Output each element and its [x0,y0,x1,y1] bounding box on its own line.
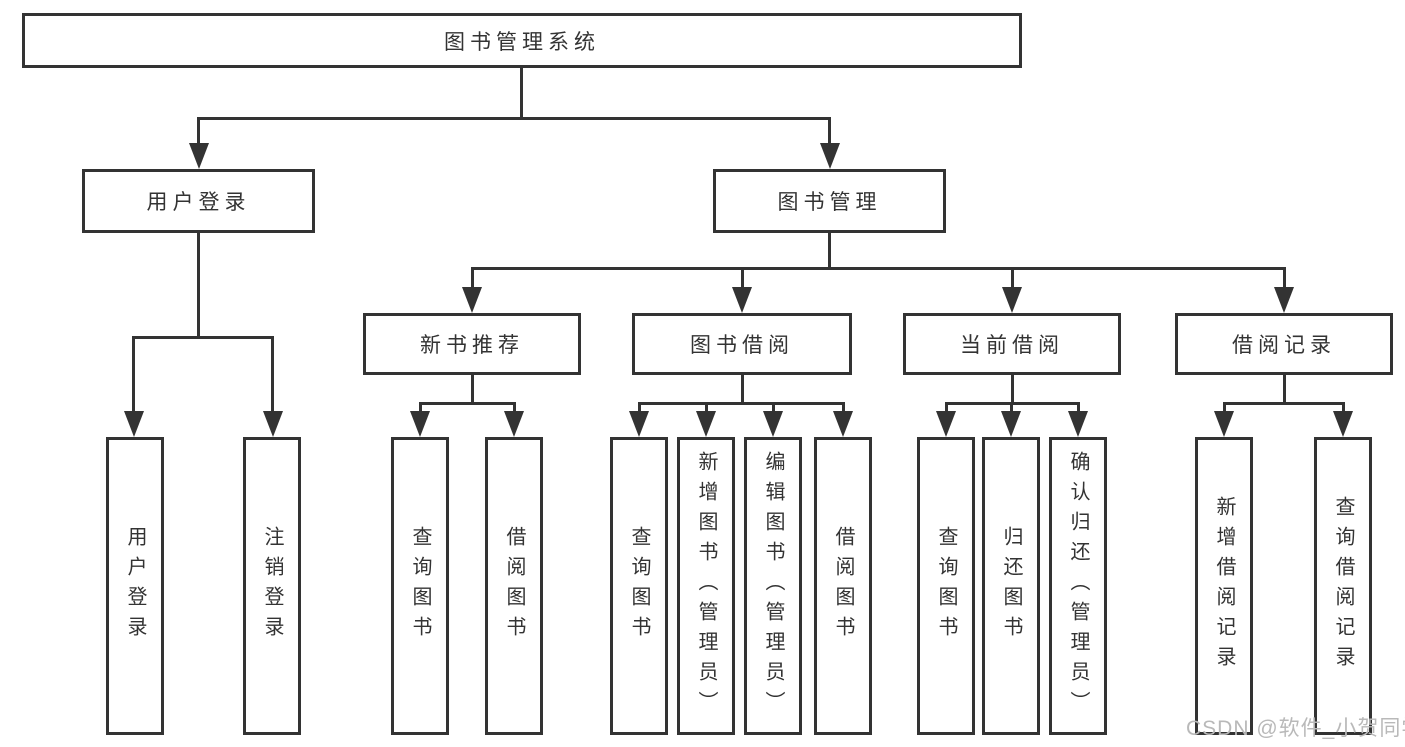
connector-line [1077,402,1080,414]
connector-line [1283,375,1286,404]
connector-line [828,233,831,269]
leaf-label: 确认归还（管理员） [1067,451,1089,721]
leaf-label: 新增借阅记录 [1213,496,1235,676]
node-library-management-system: 图书管理系统 [22,13,1022,68]
leaf-query-books-recommend: 查询图书 [391,437,449,735]
leaf-confirm-return-admin: 确认归还（管理员） [1049,437,1107,735]
connector-line [1342,402,1345,414]
connector-line [419,402,516,405]
arrow-down-icon [1333,411,1353,437]
arrow-down-icon [629,411,649,437]
arrow-down-icon [410,411,430,437]
leaf-label: 查询图书 [409,526,431,646]
arrow-down-icon [504,411,524,437]
arrow-down-icon [189,143,209,169]
leaf-label: 查询图书 [628,526,650,646]
leaf-logout: 注销登录 [243,437,301,735]
arrow-down-icon [936,411,956,437]
node-label: 图书管理系统 [444,30,600,54]
connector-line [1223,402,1345,405]
connector-line [1011,375,1014,404]
connector-line [705,402,708,414]
leaf-borrow-books-recommend: 借阅图书 [485,437,543,735]
csdn-watermark: CSDN @软件_小贺同学 [1186,717,1405,740]
node-new-book-recommendation: 新书推荐 [363,313,581,375]
arrow-down-icon [263,411,283,437]
leaf-label: 编辑图书（管理员） [762,451,784,721]
connector-line [197,233,200,338]
connector-line [471,267,1284,270]
leaf-label: 查询借阅记录 [1332,496,1354,676]
node-borrowing-records: 借阅记录 [1175,313,1393,375]
connector-line [197,117,831,120]
connector-line [772,402,775,414]
leaf-borrow-books: 借阅图书 [814,437,872,735]
leaf-query-borrow-record: 查询借阅记录 [1314,437,1372,735]
leaf-label: 查询图书 [935,526,957,646]
connector-line [197,117,200,145]
connector-line [1283,267,1286,289]
leaf-user-login: 用户登录 [106,437,164,735]
arrow-down-icon [1274,287,1294,313]
leaf-return-books: 归还图书 [982,437,1040,735]
node-label: 图书管理 [777,191,882,214]
connector-line [1223,402,1226,414]
node-label: 图书借阅 [690,334,794,357]
connector-line [842,402,845,414]
arrow-down-icon [732,287,752,313]
node-label: 当前借阅 [960,334,1064,357]
arrow-down-icon [1001,411,1021,437]
leaf-label: 借阅图书 [832,526,854,646]
arrow-down-icon [820,143,840,169]
connector-line [471,375,474,404]
node-book-management: 图书管理 [713,169,946,233]
leaf-query-books-borrowing: 查询图书 [610,437,668,735]
leaf-add-borrow-record: 新增借阅记录 [1195,437,1253,735]
connector-line [471,267,474,289]
node-label: 借阅记录 [1232,334,1336,357]
arrow-down-icon [833,411,853,437]
arrow-down-icon [763,411,783,437]
arrow-down-icon [1002,287,1022,313]
connector-line [828,117,831,145]
node-label: 新书推荐 [420,334,524,357]
connector-line [132,336,135,413]
leaf-label: 借阅图书 [503,526,525,646]
leaf-label: 注销登录 [261,526,283,646]
leaf-add-books-admin: 新增图书（管理员） [677,437,735,735]
connector-line [271,336,274,413]
leaf-label: 归还图书 [1000,526,1022,646]
arrow-down-icon [1214,411,1234,437]
connector-line [741,267,744,289]
connector-line [741,375,744,404]
connector-line [638,402,845,405]
leaf-edit-books-admin: 编辑图书（管理员） [744,437,802,735]
connector-line [945,402,948,414]
arrow-down-icon [696,411,716,437]
leaf-label: 用户登录 [124,526,146,646]
connector-line [132,336,274,339]
node-current-borrowing: 当前借阅 [903,313,1121,375]
connector-line [1011,267,1014,289]
connector-line [419,402,422,414]
arrow-down-icon [462,287,482,313]
node-user-login: 用户登录 [82,169,315,233]
arrow-down-icon [124,411,144,437]
node-book-borrowing: 图书借阅 [632,313,852,375]
connector-line [638,402,641,414]
leaf-query-books-current: 查询图书 [917,437,975,735]
node-label: 用户登录 [146,191,251,214]
connector-line [1010,402,1013,414]
arrow-down-icon [1068,411,1088,437]
connector-line [520,67,523,118]
leaf-label: 新增图书（管理员） [695,451,717,721]
connector-line [513,402,516,414]
